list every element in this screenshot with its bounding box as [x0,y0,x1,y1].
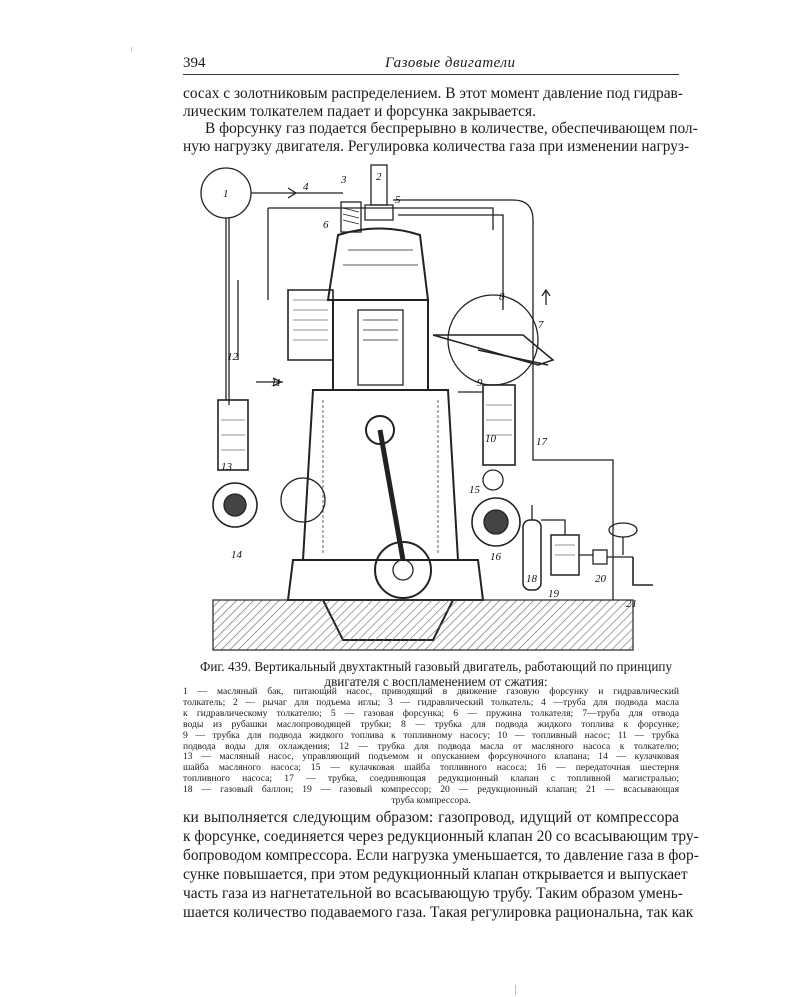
running-header: 394 Газовые двигатели [183,55,679,75]
figure-legend: 1 — масляный бак, питающий насос, привод… [183,686,679,807]
scan-speck [131,47,132,52]
figure-label: 19 [548,588,560,600]
legend-line: к гидравлическому толкателю; 5 — газовая… [183,707,679,719]
text-line: бопроводом компрессора. Если нагрузка ум… [183,847,699,864]
fuel-pump [482,384,516,466]
text-line: к форсунке, соединяется через редукционн… [183,828,699,845]
cylinder [332,299,429,391]
figure-label: 11 [271,377,281,389]
paragraph-gas-regulation: В форсунку газ подается беспрерывно в ко… [183,120,698,155]
legend-line: 9 — трубка для подвода жидкого топлива к… [183,729,679,741]
figure-label: 14 [231,549,243,561]
legend-line: топливного насоса; 17 — трубка, соединяю… [183,773,679,785]
figure-label: 10 [485,433,497,445]
running-title: Газовые двигатели [385,55,516,71]
header-rule [183,74,679,75]
figure-label: 20 [595,573,607,585]
figure-label: 16 [490,551,502,563]
figure-label: 18 [526,573,538,585]
reducing-valve [592,549,608,565]
text-line: сунке повышается, при этом редукционный … [183,866,688,883]
text-line: сосах с золотниковым распределением. В э… [183,85,683,102]
text-line: ную нагрузку двигателя. Регулировка коли… [183,137,690,155]
figure-label: 17 [536,436,548,448]
page-number: 394 [183,55,206,71]
figure-label: 13 [221,461,233,473]
figure-caption: Фиг. 439. Вертикальный двухтактный газов… [198,659,674,689]
figure-label: 8 [499,291,505,303]
caption-line: двигателя с воспламенением от сжатия: [324,673,548,689]
legend-line: воды из рубашки маслопроводящей трубки; … [183,718,679,730]
oil-pump [217,399,249,471]
legend-line: 1 — масляный бак, питающий насос, привод… [183,686,679,697]
legend-line: 18 — газовый баллон; 19 — газовый компре… [183,784,679,796]
text-line: лическим толкателем падает и форсунка за… [183,102,536,120]
scan-mark [515,985,516,995]
figure-label: 2 [376,171,382,183]
figure-label: 4 [303,181,309,193]
legend-line: толкатель; 2 — рычаг для подъема иглы; 3… [183,696,679,708]
text-line: В форсунку газ подается беспрерывно в ко… [205,120,698,137]
figure-label: 15 [469,484,481,496]
text-line: ки выполняется следующим образом: газопр… [183,809,679,826]
figure-label: 5 [395,194,401,206]
text-line: шается количество подаваемого газа. Така… [183,904,694,921]
figure-label: 3 [340,174,347,186]
crank [374,541,432,599]
caption-line: Фиг. 439. Вертикальный двухтактный газов… [199,659,673,674]
figure-label: 1 [223,188,229,200]
figure-label: 21 [626,598,637,610]
figure-label: 7 [538,319,544,331]
engine-diagram: 1 2 3 4 5 6 7 8 9 10 11 12 13 14 15 16 1… [200,164,653,651]
legend-line: подвода воды для охлаждения; 12 — трубка… [183,740,679,752]
text-line: часть газа из нагнетательной во всасываю… [183,885,683,902]
figure-label: 9 [477,377,483,389]
paragraph-regulation-method: ки выполняется следующим образом: газопр… [183,808,699,922]
legend-line: труба компрессора. [391,795,471,807]
legend-line: 13 — масляный насос, управляющий подъемо… [183,751,679,763]
legend-line: шайба масляного насоса; 15 — кулачковая … [183,762,679,774]
figure-label: 12 [227,351,239,363]
paragraph-continuation: сосах с золотниковым распределением. В э… [183,85,683,120]
figure-label: 6 [323,219,329,231]
